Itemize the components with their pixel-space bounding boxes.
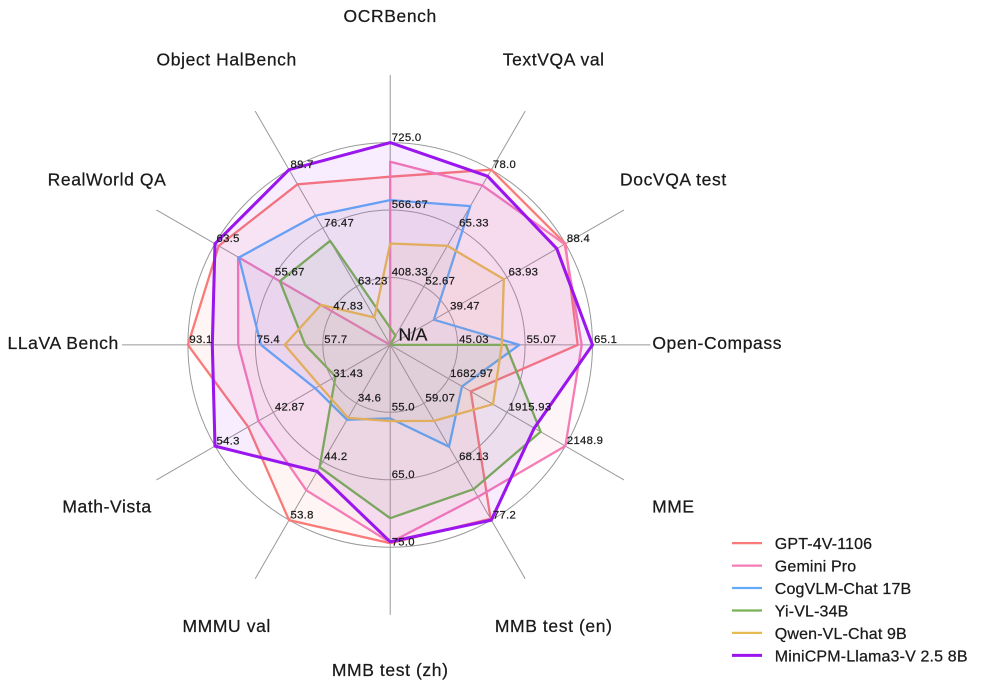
svg-text:MMMU val: MMMU val <box>182 616 270 636</box>
svg-text:88.4: 88.4 <box>567 233 590 245</box>
svg-text:77.2: 77.2 <box>493 509 516 521</box>
svg-text:Math-Vista: Math-Vista <box>62 496 151 516</box>
svg-text:57.7: 57.7 <box>324 334 347 346</box>
svg-text:GPT-4V-1106: GPT-4V-1106 <box>775 536 872 553</box>
svg-text:CogVLM-Chat 17B: CogVLM-Chat 17B <box>775 581 912 598</box>
svg-text:93.1: 93.1 <box>189 334 212 346</box>
svg-text:55.67: 55.67 <box>275 267 305 279</box>
svg-text:N/A: N/A <box>399 325 428 345</box>
svg-text:1682.97: 1682.97 <box>450 368 493 380</box>
svg-text:63.93: 63.93 <box>509 267 539 279</box>
svg-text:65.33: 65.33 <box>459 217 489 229</box>
svg-text:65.0: 65.0 <box>392 469 415 481</box>
svg-text:63.23: 63.23 <box>358 276 388 288</box>
svg-text:75.4: 75.4 <box>257 334 280 346</box>
svg-text:45.03: 45.03 <box>459 334 489 346</box>
svg-text:408.33: 408.33 <box>392 267 428 279</box>
svg-text:39.47: 39.47 <box>450 300 480 312</box>
svg-text:65.1: 65.1 <box>594 334 617 346</box>
svg-text:52.67: 52.67 <box>425 276 455 288</box>
svg-text:34.6: 34.6 <box>358 393 381 405</box>
svg-text:DocVQA test: DocVQA test <box>620 169 727 189</box>
svg-text:MiniCPM-Llama3-V 2.5 8B: MiniCPM-Llama3-V 2.5 8B <box>775 648 968 665</box>
svg-text:68.13: 68.13 <box>459 451 489 463</box>
svg-text:55.0: 55.0 <box>392 402 415 414</box>
svg-text:55.07: 55.07 <box>527 334 557 346</box>
svg-text:76.47: 76.47 <box>324 217 354 229</box>
svg-text:TextVQA val: TextVQA val <box>503 50 605 70</box>
svg-text:54.3: 54.3 <box>217 435 240 447</box>
svg-text:MMB test (en): MMB test (en) <box>495 616 613 636</box>
svg-text:78.0: 78.0 <box>493 159 516 171</box>
svg-text:Open-Compass: Open-Compass <box>652 333 782 353</box>
svg-text:MME: MME <box>652 496 695 516</box>
svg-text:Qwen-VL-Chat 9B: Qwen-VL-Chat 9B <box>775 626 907 643</box>
svg-text:31.43: 31.43 <box>333 368 363 380</box>
svg-text:Object HalBench: Object HalBench <box>157 50 297 70</box>
svg-text:42.87: 42.87 <box>275 402 305 414</box>
svg-text:MMB test (zh): MMB test (zh) <box>332 660 449 680</box>
svg-text:47.83: 47.83 <box>333 300 363 312</box>
svg-text:566.67: 566.67 <box>392 199 428 211</box>
svg-text:Gemini Pro: Gemini Pro <box>775 559 857 576</box>
svg-text:89.7: 89.7 <box>291 159 314 171</box>
svg-text:44.2: 44.2 <box>324 451 347 463</box>
svg-text:53.8: 53.8 <box>291 509 314 521</box>
svg-text:Yi-VL-34B: Yi-VL-34B <box>775 604 849 621</box>
svg-text:RealWorld QA: RealWorld QA <box>48 169 167 189</box>
svg-text:59.07: 59.07 <box>425 393 455 405</box>
svg-text:OCRBench: OCRBench <box>344 6 437 26</box>
svg-text:LLaVA Bench: LLaVA Bench <box>8 333 119 353</box>
svg-text:1915.93: 1915.93 <box>509 402 552 414</box>
svg-text:63.5: 63.5 <box>217 233 240 245</box>
svg-text:75.0: 75.0 <box>392 536 415 548</box>
svg-text:725.0: 725.0 <box>392 132 422 144</box>
svg-text:2148.9: 2148.9 <box>567 435 603 447</box>
